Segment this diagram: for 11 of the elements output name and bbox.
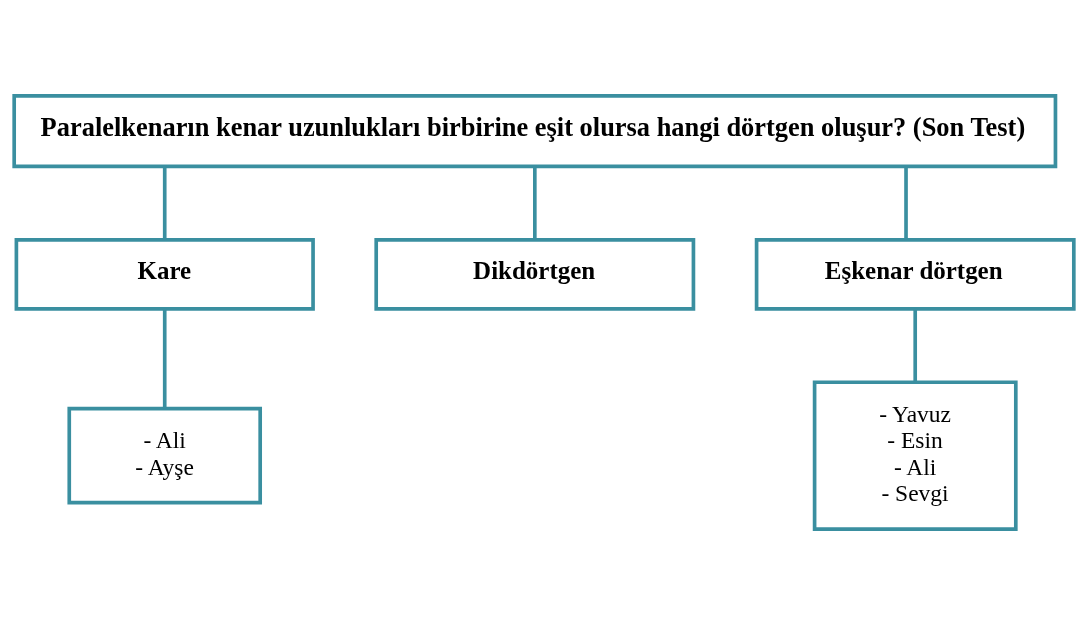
node-box: Eşkenar dörtgen [754,237,1076,311]
connector [162,166,167,240]
connector [533,166,537,240]
connector [913,308,918,383]
node-box: Kare [14,237,315,311]
connector [904,166,908,240]
connector [162,308,167,409]
node-box: Dikdörtgen [374,237,696,311]
node-box: Paralelkenarın kenar uzunlukları birbirine eşit olursa hangi dörtgen oluşur? (Son Test) [12,94,1058,169]
node-box: - Ali - Ayşe [67,406,262,505]
node-box: - Yavuz - Esin - Ali - Sevgi [812,380,1018,531]
